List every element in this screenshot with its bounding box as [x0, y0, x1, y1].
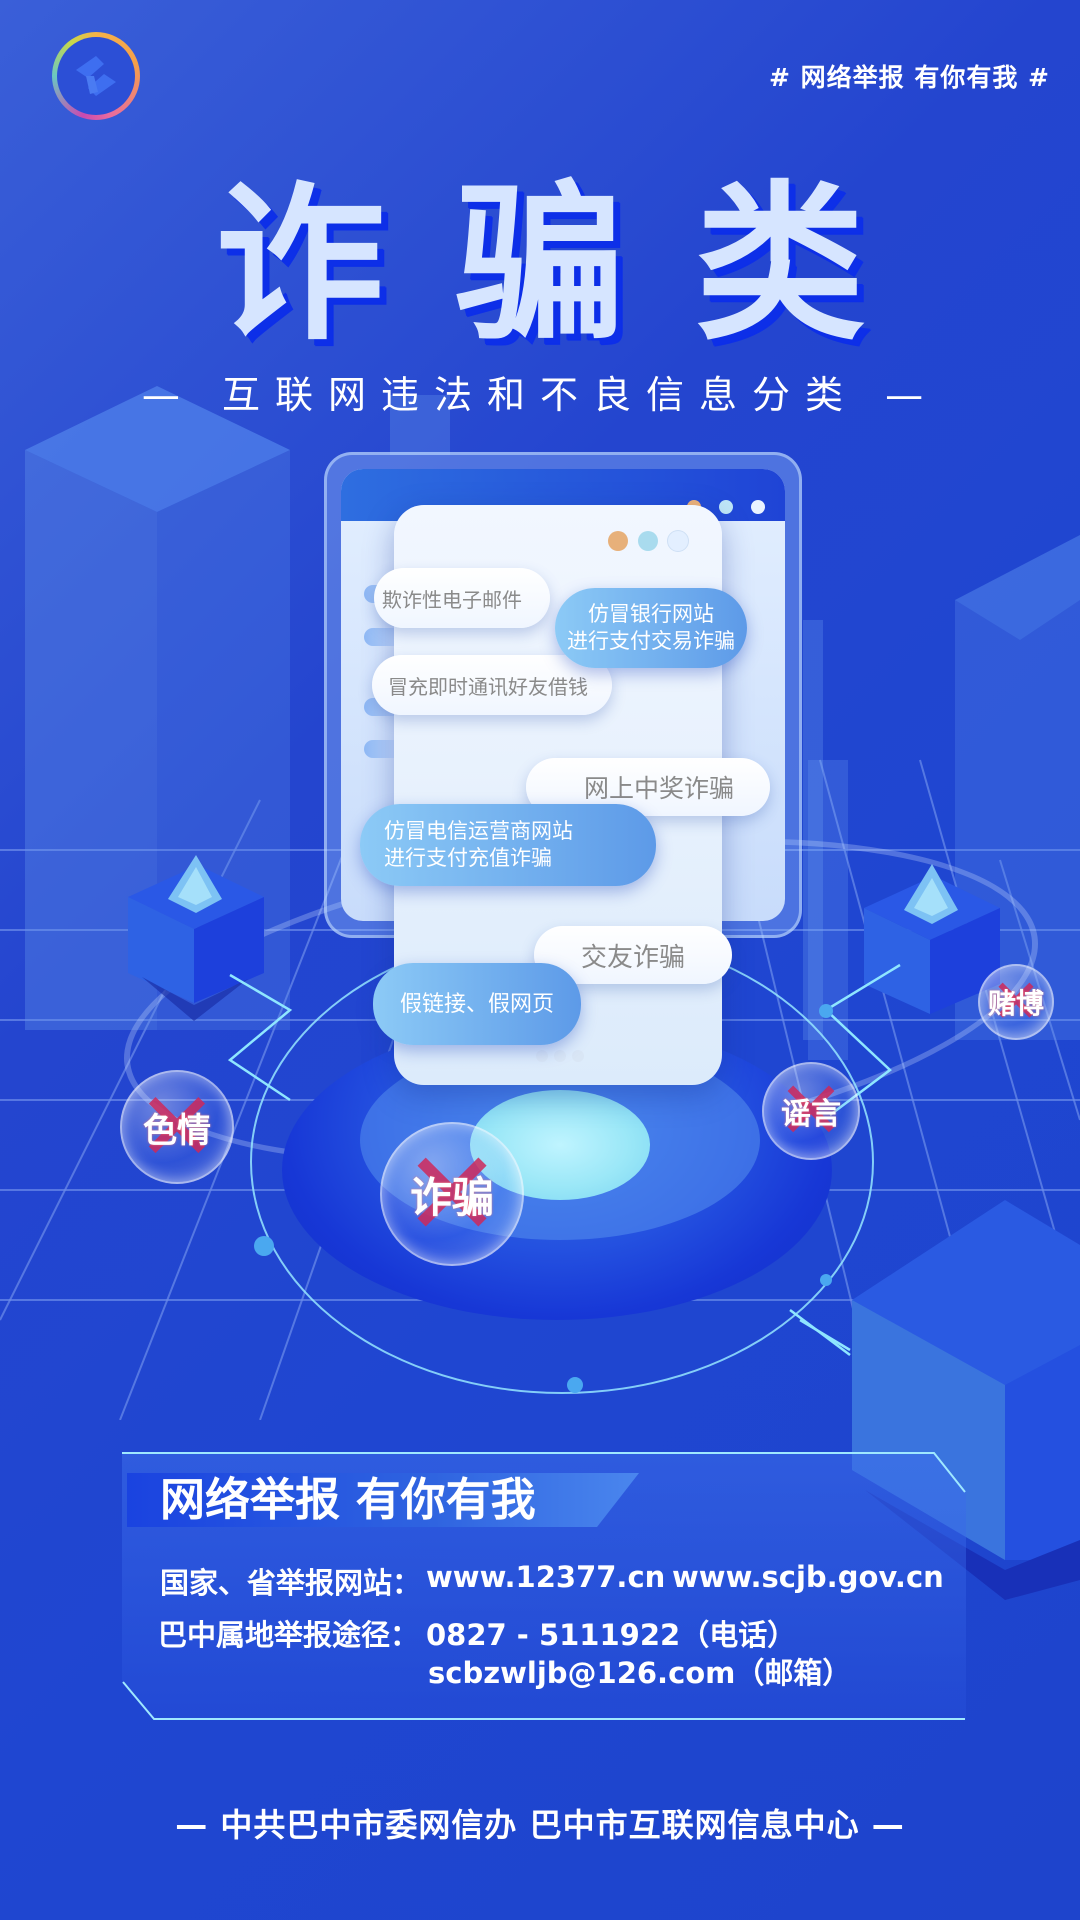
- banned-badge-rumor: ✕ 谣言: [762, 1062, 860, 1160]
- cross-icon: ✕: [136, 1071, 218, 1183]
- cross-icon: ✕: [990, 967, 1042, 1037]
- badge-label: 谣言: [781, 1097, 841, 1132]
- badge-label: 赌博: [987, 987, 1044, 1020]
- bubble-text: 交友诈骗: [580, 942, 685, 973]
- banned-badge-gambling: ✕ 赌博: [978, 964, 1054, 1040]
- bubble-text-line1: 仿冒电信运营商网站: [384, 819, 573, 843]
- panel-border-decoration: [122, 1452, 966, 1720]
- bubble-text: 欺诈性电子邮件: [382, 587, 522, 612]
- bubble-text: 网上中奖诈骗: [583, 774, 734, 803]
- footer-organizations: — 中共巴中市委网信办 巴中市互联网信息中心 —: [175, 1806, 905, 1844]
- panel-title-banner: [127, 1473, 639, 1527]
- bubble-text: 假链接、假网页: [399, 991, 554, 1017]
- bubble-text-line1: 仿冒银行网站: [588, 602, 714, 626]
- window-dot-white-icon: [668, 531, 688, 551]
- scam-bubble-phishing-email: 欺诈性电子邮件: [374, 568, 550, 628]
- local-phone[interactable]: 0827 - 5111922（电话）: [426, 1618, 797, 1652]
- local-report-label: 巴中属地举报途径：: [158, 1618, 420, 1652]
- right-small-cube-decoration: [864, 864, 1000, 1014]
- national-site-link-2[interactable]: www.scjb.gov.cn: [672, 1560, 944, 1594]
- cross-icon: ✕: [402, 1125, 502, 1263]
- window-dot-cyan-icon: [719, 500, 733, 514]
- scam-bubble-fake-telecom-site: 仿冒电信运营商网站 进行支付充值诈骗: [360, 804, 656, 886]
- page-subtitle: — 互联网违法和不良信息分类 —: [141, 373, 939, 417]
- hashtag-slogan: # 网络举报 有你有我 #: [768, 63, 1050, 92]
- logo-mark-icon: [76, 56, 116, 96]
- cross-icon: ✕: [777, 1064, 845, 1157]
- bubble-text: 冒充即时通讯好友借钱: [388, 674, 588, 699]
- bubble-text-line2: 进行支付充值诈骗: [384, 846, 552, 870]
- national-report-label: 国家、省举报网站：: [160, 1566, 422, 1600]
- scam-bubble-fake-links: 假链接、假网页: [373, 963, 581, 1045]
- cyberspace-logo-icon: [52, 32, 140, 120]
- window-dot-white-icon: [751, 500, 765, 514]
- bubble-text-line2: 进行支付交易诈骗: [567, 629, 735, 653]
- pager-dot-icon: [554, 1050, 566, 1062]
- window-dot-orange-icon: [608, 531, 628, 551]
- local-email-link[interactable]: scbzwljb@126.com（邮箱）: [428, 1656, 852, 1690]
- left-small-cube-decoration: [128, 855, 264, 1021]
- badge-label: 诈骗: [409, 1172, 494, 1222]
- list-line-decoration: [364, 628, 402, 646]
- badge-label: 色情: [143, 1110, 211, 1151]
- banned-badge-fraud: ✕ 诈骗: [380, 1122, 524, 1266]
- page-title: 诈骗类: [214, 166, 935, 364]
- pager-dot-icon: [536, 1050, 548, 1062]
- pager-dot-icon: [572, 1050, 584, 1062]
- national-site-link-1[interactable]: www.12377.cn: [426, 1560, 666, 1594]
- banned-badge-pornography: ✕ 色情: [120, 1070, 234, 1184]
- panel-title: 网络举报 有你有我: [160, 1473, 536, 1526]
- list-line-decoration: [364, 740, 402, 758]
- scam-bubble-impersonate-friend: 冒充即时通讯好友借钱: [372, 655, 612, 715]
- scam-bubble-fake-bank-site: 仿冒银行网站 进行支付交易诈骗: [555, 588, 747, 668]
- window-dot-cyan-icon: [638, 531, 658, 551]
